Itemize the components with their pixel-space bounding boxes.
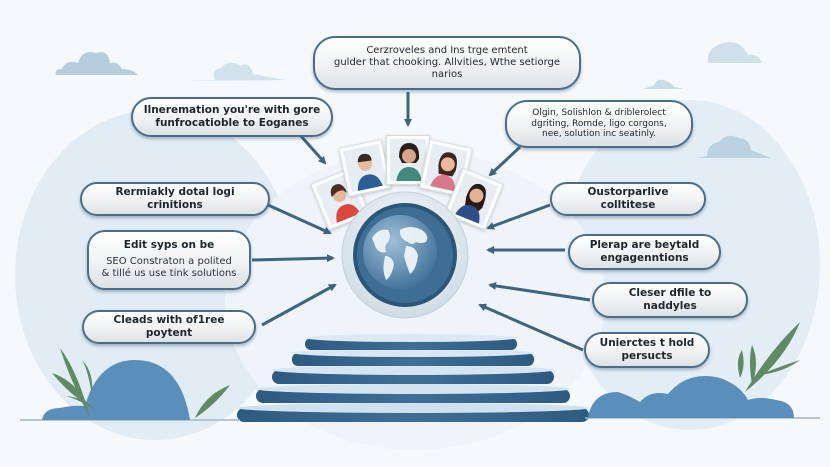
person-photo: [310, 167, 370, 231]
callout-right-4: Cleser dfile to naddyles: [592, 282, 748, 318]
callout-left-3-title: Edit syps on be: [123, 239, 215, 252]
callout-right-1-line-2: dgriting, Romde, ligo corgons,: [531, 118, 667, 129]
callout-left-1: Ilneremation you're with gore funfrocati…: [131, 97, 333, 137]
person-photo: [419, 138, 473, 198]
callout-right-1: Olgin, Solishlon & driblerolect dgriting…: [505, 100, 693, 148]
person-photo: [338, 138, 392, 198]
callout-right-1-line-3: nee, solution inc seatinly.: [542, 129, 656, 140]
callout-right-2-title: Oustorparlive colltitese: [587, 186, 669, 211]
callout-left-4: Cleads with of1ree poytent: [82, 310, 256, 344]
callout-top: Cerzroveles and Ins trge emtent gulder t…: [313, 36, 581, 90]
callout-right-5: Unierctes t hold persucts: [584, 332, 710, 368]
callout-left-3-sub: SEO Constraton a polited & tillé us use …: [102, 256, 237, 281]
callout-left-4-title: Cleads with of1ree poytent: [113, 314, 225, 339]
callout-top-line-2: gulder that chooking. Allvities, Wthe se…: [333, 57, 561, 68]
callout-right-2: Oustorparlive colltitese: [550, 182, 706, 216]
callout-right-3: Plerap are beytald engagenntions: [568, 234, 721, 270]
callout-left-2: Rermiakly dotal logi crinitions: [80, 182, 270, 216]
cloud-icon: [55, 52, 138, 75]
callout-left-3-sub-line-2: & tillé us use tink solutions: [101, 268, 237, 280]
callout-right-3-line-1: Plerap are beytald: [589, 239, 700, 252]
cloud-icon: [680, 42, 778, 63]
callout-right-3-line-2: engagenntions: [600, 252, 689, 264]
cloud-icon: [187, 62, 285, 81]
globe-emblem: [340, 190, 470, 320]
callout-left-1-line-1: Ilneremation you're with gore: [143, 104, 321, 117]
callout-left-3-sub-line-1: SEO Constraton a polited: [106, 255, 232, 267]
callout-left-2-title: Rermiakly dotal logi crinitions: [115, 186, 235, 211]
callout-top-line-1: Cerzroveles and Ins trge emtent: [366, 45, 528, 56]
callout-top-line-3: narios: [431, 69, 463, 80]
callout-right-5-line-1: Unierctes t hold: [599, 337, 695, 350]
callout-right-1-line-1: Olgin, Solishlon & driblerolect: [532, 107, 666, 118]
person-photo: [444, 167, 504, 231]
callout-left-1-line-2: funfrocatioble to Eoganes: [155, 117, 309, 129]
callout-right-4-title: Cleser dfile to naddyles: [628, 287, 712, 312]
cloud-icon: [697, 135, 771, 158]
callout-right-5-line-2: persucts: [621, 350, 673, 362]
cloud-icon: [642, 79, 684, 89]
callout-left-3: Edit syps on be SEO Constraton a polited…: [87, 230, 251, 290]
person-photo: [386, 135, 430, 185]
